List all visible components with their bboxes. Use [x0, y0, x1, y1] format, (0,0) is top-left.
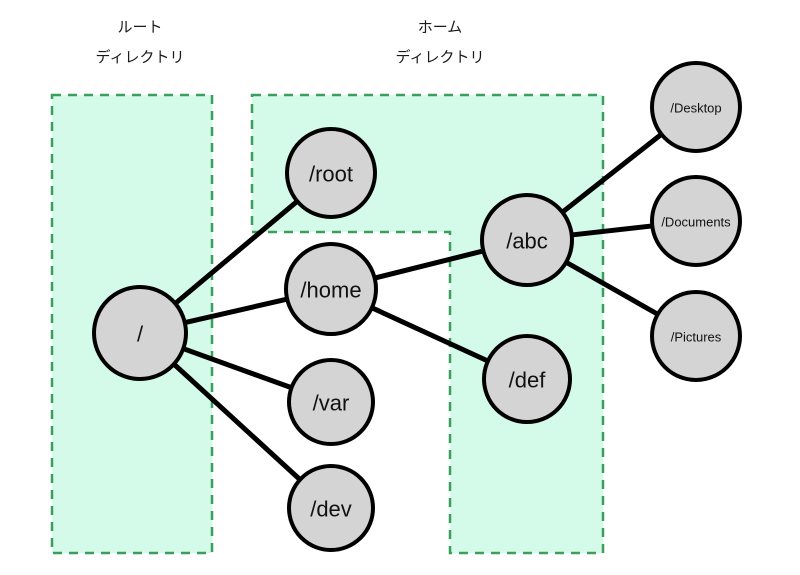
edge-root-to-home	[180, 296, 292, 326]
node-pictures[interactable]: /Pictures	[650, 290, 742, 382]
node-slash-root[interactable]: /root	[285, 127, 377, 219]
node-desktop[interactable]: /Desktop	[650, 61, 742, 153]
node-desktop-circle[interactable]	[650, 61, 742, 153]
node-root-circle[interactable]	[92, 285, 188, 381]
edge-abc-to-pictures	[561, 258, 662, 318]
node-root[interactable]: /	[92, 285, 188, 381]
home-directory-region-label-line2: ディレクトリ	[396, 48, 485, 66]
node-pictures-circle[interactable]	[650, 290, 742, 382]
node-slash-root-circle[interactable]	[285, 127, 377, 219]
edge-root-to-var	[178, 345, 296, 391]
node-var-label: /var	[313, 391, 350, 416]
edge-root-to-slash-root	[171, 197, 302, 308]
node-def-label: /def	[509, 368, 547, 393]
node-var[interactable]: /var	[287, 358, 375, 446]
node-slash-root-label: /root	[309, 162, 353, 187]
nodes-layer: / /root/home/var/dev/abc/def/Desktop/Docu…	[92, 61, 742, 552]
node-abc-circle[interactable]	[480, 193, 574, 287]
root-directory-region-label-line1: ルート	[117, 19, 162, 36]
node-def-circle[interactable]	[482, 334, 572, 424]
node-documents[interactable]: /Documents	[650, 175, 742, 267]
node-pictures-label: /Pictures	[671, 330, 722, 345]
edge-abc-to-desktop	[558, 130, 666, 216]
node-home-label: /home	[300, 278, 361, 303]
node-home-circle[interactable]	[284, 242, 378, 336]
edges-layer	[169, 130, 666, 484]
home-directory-region-label-line1: ホーム	[418, 19, 463, 36]
node-abc[interactable]: /abc	[480, 193, 574, 287]
node-desktop-label: /Desktop	[670, 101, 721, 116]
node-dev-label: /dev	[310, 497, 352, 522]
node-dev[interactable]: /dev	[287, 464, 375, 552]
node-root-label: /	[137, 322, 144, 347]
node-home[interactable]: /home	[284, 242, 378, 336]
edge-abc-to-documents	[567, 223, 657, 238]
node-documents-circle[interactable]	[650, 175, 742, 267]
root-directory-region-label-line2: ディレクトリ	[96, 48, 185, 66]
edge-home-to-def	[367, 304, 493, 365]
node-abc-label: /abc	[506, 229, 548, 254]
node-documents-label: /Documents	[661, 215, 731, 230]
node-dev-circle[interactable]	[287, 464, 375, 552]
edge-home-to-abc	[370, 247, 488, 282]
node-def[interactable]: /def	[482, 334, 572, 424]
node-var-circle[interactable]	[287, 358, 375, 446]
edge-root-to-dev	[169, 360, 305, 484]
